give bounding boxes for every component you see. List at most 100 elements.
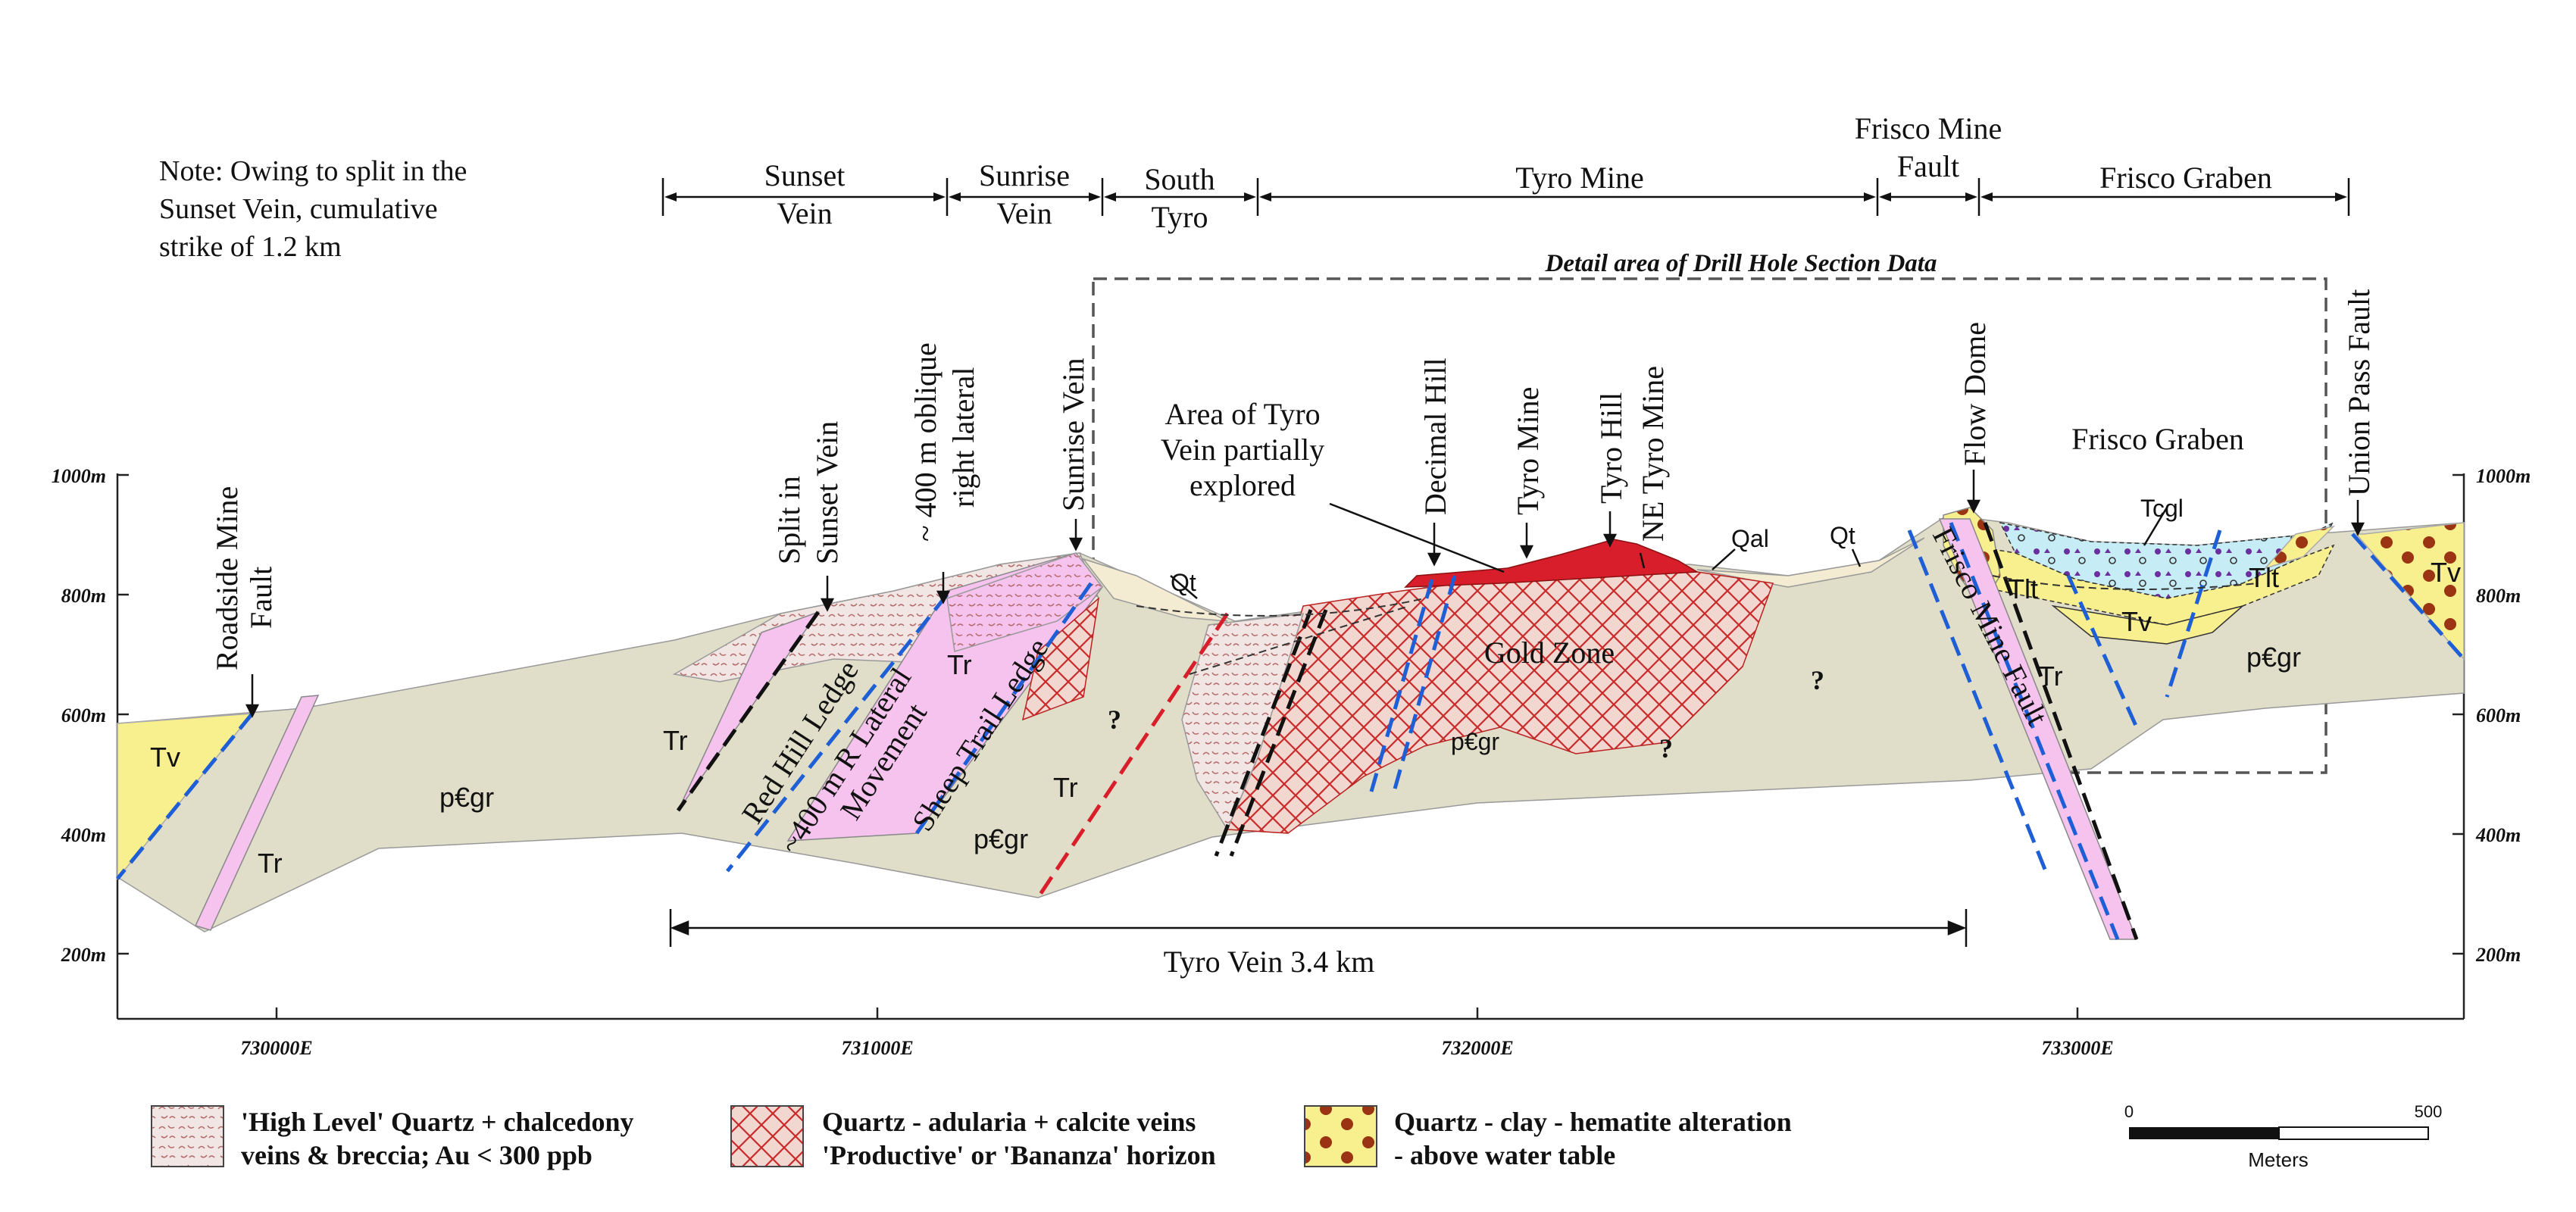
scale-end-label: 500 (2415, 1102, 2443, 1121)
label-split-sunset-vein: Sunset Vein (810, 421, 844, 564)
tyro-vein-outcrop (1404, 539, 1699, 588)
zone-frisco-mine-fault: Fault (1897, 149, 1959, 183)
easting-labels: 730000E 731000E 732000E 733000E (240, 1037, 2113, 1059)
unit-tlt (1969, 544, 2335, 626)
unit-label-tr: Tr (663, 725, 688, 756)
zone-sunrise-vein: Vein (996, 196, 1052, 230)
unit-label-qt: Qt (1830, 522, 1855, 549)
easting-label: 730000E (240, 1037, 312, 1059)
label-union-pass-fault: Union Pass Fault (2342, 289, 2376, 496)
unit-label-tr: Tr (947, 649, 972, 680)
unit-label-tr: Tr (2038, 661, 2063, 692)
label-split-sunset-vein: Split in (772, 476, 806, 564)
note: Note: Owing to split in the Sunset Vein,… (159, 155, 467, 263)
note-line: Sunset Vein, cumulative (159, 193, 438, 225)
zone-south-tyro: Tyro (1152, 200, 1208, 234)
label-oblique-lateral: right lateral (946, 367, 980, 508)
unit-label-question: ? (1108, 704, 1121, 735)
label-flow-dome: Flow Dome (1958, 322, 1992, 466)
label-area-tyro-vein: explored (1190, 468, 1296, 502)
unit-qt-cover (1696, 537, 1925, 588)
elevation-label: 1000m (2476, 465, 2531, 487)
label-area-tyro-vein: Area of Tyro (1165, 397, 1320, 431)
unit-label-tr: Tr (258, 848, 283, 879)
elevation-label: 800m (61, 585, 106, 607)
unit-label-tlt: Tlt (2008, 573, 2038, 604)
scale-bar: 0 500 Meters (2124, 1102, 2442, 1171)
label-area-tyro-vein: Vein partially (1161, 433, 1325, 467)
unit-label-pcgr: p€gr (439, 782, 494, 813)
legend-swatch-quartz-adularia (730, 1105, 804, 1167)
elevation-labels-left: 1000m 800m 600m 400m 200m (52, 465, 106, 966)
zone-header-arrowheads (664, 192, 2347, 201)
elevation-label: 200m (2475, 944, 2521, 966)
tyro-vein-dimension (669, 909, 1968, 947)
faults (116, 522, 2465, 940)
unit-label-tv: Tv (2431, 557, 2461, 588)
zone-labels: Sunset Vein Sunrise Vein South Tyro Tyro… (764, 111, 2272, 234)
unit-label-question: ? (1659, 733, 1673, 764)
legend-swatch-high-level-quartz (151, 1105, 224, 1167)
zone-sunset-vein: Sunset (764, 158, 846, 192)
unit-label-qal: Qal (1731, 525, 1769, 552)
unit-label-pcgr: p€gr (974, 823, 1028, 854)
elevation-label: 600m (2476, 704, 2521, 726)
note-line: Note: Owing to split in the (159, 155, 467, 187)
note-line: strike of 1.2 km (159, 231, 342, 263)
geology (117, 507, 2465, 940)
unit-label-pcgr: p€gr (2246, 642, 2301, 673)
axis-ticks (117, 473, 2464, 1019)
label-gold-zone: Gold Zone (1484, 636, 1615, 670)
zone-frisco-mine-fault: Frisco Mine (1855, 111, 2002, 145)
elevation-label: 800m (2476, 585, 2521, 607)
legend: 'High Level' Quartz + chalcedony veins &… (151, 1105, 1792, 1170)
label-roadside-mine-fault: Fault (244, 567, 278, 629)
alteration-above-water-table (2263, 525, 2336, 570)
easting-label: 732000E (1441, 1037, 1513, 1059)
unit-tv-graben (2051, 604, 2243, 645)
unit-label-tv: Tv (2121, 606, 2152, 637)
productive-horizon-west (1021, 597, 1100, 721)
zone-header (661, 178, 2350, 216)
unit-label-tr: Tr (1053, 772, 1078, 803)
elevation-label: 400m (61, 824, 106, 846)
label-ne-tyro-mine: NE Tyro Mine (1636, 366, 1670, 542)
sunrise-chalcedony-cap (946, 552, 1104, 652)
zone-south-tyro: South (1144, 162, 1215, 196)
contacts (1136, 575, 2259, 675)
zone-tyro-mine: Tyro Mine (1515, 161, 1643, 195)
zone-sunset-vein: Vein (777, 196, 832, 230)
leader-lines (245, 470, 2365, 718)
label-frisco-graben: Frisco Graben (2071, 422, 2244, 456)
elevation-labels-right: 1000m 800m 600m 400m 200m (2475, 465, 2531, 966)
unit-label-pcgr: p€gr (1451, 728, 1499, 755)
elevation-label: 600m (61, 704, 106, 726)
unit-label-tcgl: Tcgl (2140, 495, 2184, 522)
elevation-label: 400m (2475, 824, 2521, 846)
zone-sunrise-vein: Sunrise (979, 158, 1070, 192)
unit-label-tv: Tv (150, 742, 180, 773)
label-decimal-hill: Decimal Hill (1418, 358, 1452, 515)
easting-label: 731000E (841, 1037, 913, 1059)
unit-tr-dyke-left (194, 695, 320, 931)
unit-label-tlt: Tlt (2249, 562, 2279, 593)
legend-text: - above water table (1394, 1140, 1615, 1170)
detail-area-label: Detail area of Drill Hole Section Data (1545, 250, 1937, 277)
label-tyro-mine: Tyro Mine (1511, 387, 1545, 515)
elevation-label: 1000m (52, 465, 106, 487)
legend-text: Quartz - clay - hematite alteration (1394, 1107, 1792, 1137)
label-roadside-mine-fault: Roadside Mine (210, 486, 244, 670)
legend-text: 'High Level' Quartz + chalcedony (241, 1107, 633, 1137)
scale-start-label: 0 (2124, 1102, 2134, 1121)
legend-swatch-quartz-clay-hematite (1304, 1105, 1377, 1167)
legend-text: 'Productive' or 'Bananza' horizon (822, 1140, 1216, 1170)
legend-text: veins & breccia; Au < 300 ppb (241, 1140, 592, 1170)
easting-label: 733000E (2041, 1037, 2113, 1059)
label-sunrise-vein: Sunrise Vein (1056, 358, 1090, 511)
unit-qt-cover (1081, 558, 1228, 622)
unit-label-qt: Qt (1171, 569, 1196, 596)
legend-text: Quartz - adularia + calcite veins (822, 1107, 1196, 1137)
annotations: Roadside Mine Fault Split in Sunset Vein… (210, 289, 2376, 979)
unit-labels: Tv Tr p€gr Tr Tr p€gr Tr Qt Qt Qal p€gr … (150, 495, 2461, 879)
